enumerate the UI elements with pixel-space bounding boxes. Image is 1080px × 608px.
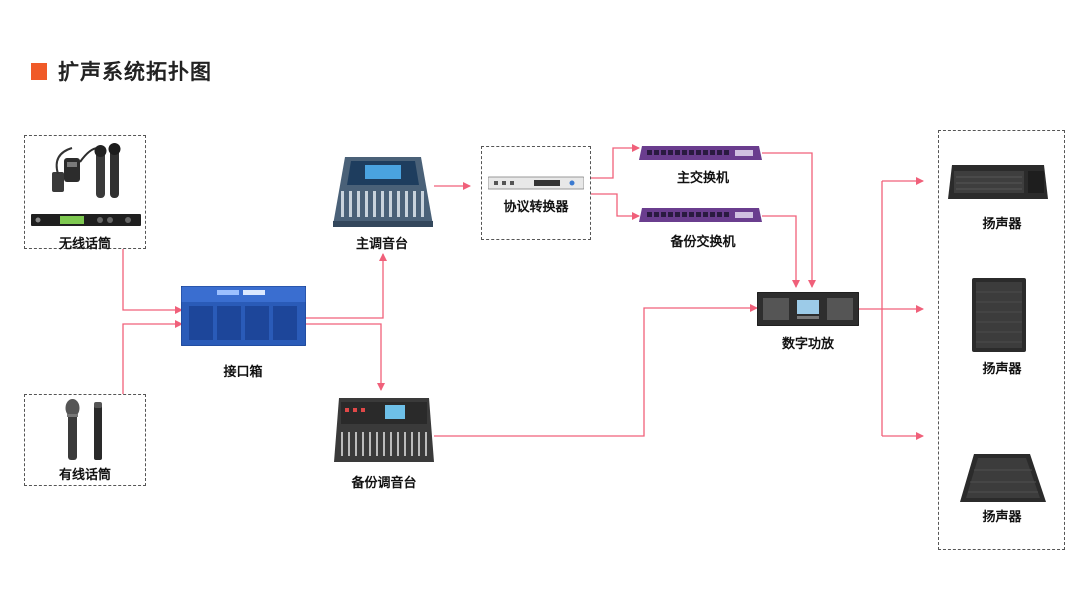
backup-console-label: 备份调音台 (351, 476, 417, 491)
wireless-mic-set-icon (31, 143, 141, 226)
wireless-mic-label: 无线话筒 (58, 237, 112, 252)
link-main-switch-to-amp (762, 152, 816, 288)
main-console-label: 主调音台 (355, 237, 409, 252)
main-switch-label: 主交换机 (676, 171, 730, 186)
interface-box-label: 接口箱 (223, 365, 263, 380)
stage-monitor-icon (960, 454, 1046, 502)
speaker-1-label: 扬声器 (982, 217, 1022, 232)
digital-amp-label: 数字功放 (781, 337, 835, 352)
line-array-speaker-icon (948, 165, 1048, 199)
link-interface-to-backup-console (305, 323, 385, 391)
mixing-console-icon (333, 157, 433, 227)
network-switch-icon (639, 146, 762, 160)
link-backup-console-to-amp (434, 304, 758, 437)
speaker-2-label: 扬声器 (982, 362, 1022, 377)
power-amplifier-icon (757, 292, 859, 326)
link-interface-to-main-console (305, 253, 387, 319)
speaker-3-label: 扬声器 (982, 510, 1022, 525)
link-backup-switch-to-amp (762, 215, 800, 288)
wired-mic-box (24, 394, 146, 486)
link-wireless-to-interface (122, 249, 183, 314)
page-title: 扩声系统拓扑图 (58, 60, 212, 84)
title-marker (31, 63, 47, 80)
link-converter-to-main-switch (591, 144, 640, 179)
backup-switch-label: 备份交换机 (670, 235, 736, 250)
wired-mic-label: 有线话筒 (58, 468, 112, 483)
digital-mixer-icon (334, 398, 434, 462)
protocol-converter-label: 协议转换器 (503, 200, 569, 215)
wireless-mic-box (24, 135, 146, 249)
speakers-box (938, 130, 1065, 550)
wired-mic-icon (65, 399, 102, 460)
link-wired-to-interface (122, 320, 183, 394)
cabinet-speaker-icon (972, 278, 1026, 352)
link-converter-to-backup-switch (591, 193, 640, 220)
interface-rack-icon (181, 286, 306, 346)
rack-converter-icon (488, 176, 584, 190)
protocol-converter-box (481, 146, 591, 240)
network-switch-icon (639, 208, 762, 222)
link-amp-to-speakers-trunk (858, 181, 883, 436)
